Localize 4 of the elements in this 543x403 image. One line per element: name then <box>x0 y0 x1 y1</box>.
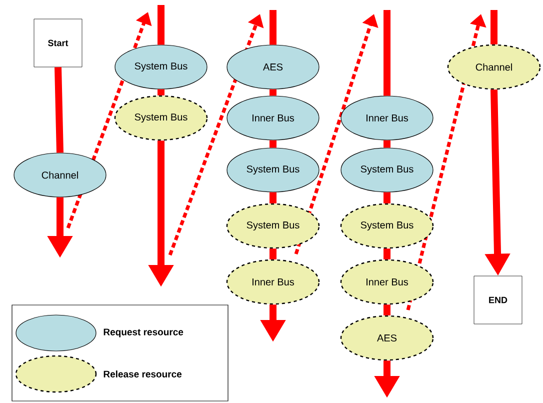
terminal-box: END <box>474 276 522 324</box>
legend-label: Request resource <box>104 328 184 338</box>
terminal-box: Start <box>34 18 82 68</box>
legend-label: Release resource <box>104 370 182 378</box>
